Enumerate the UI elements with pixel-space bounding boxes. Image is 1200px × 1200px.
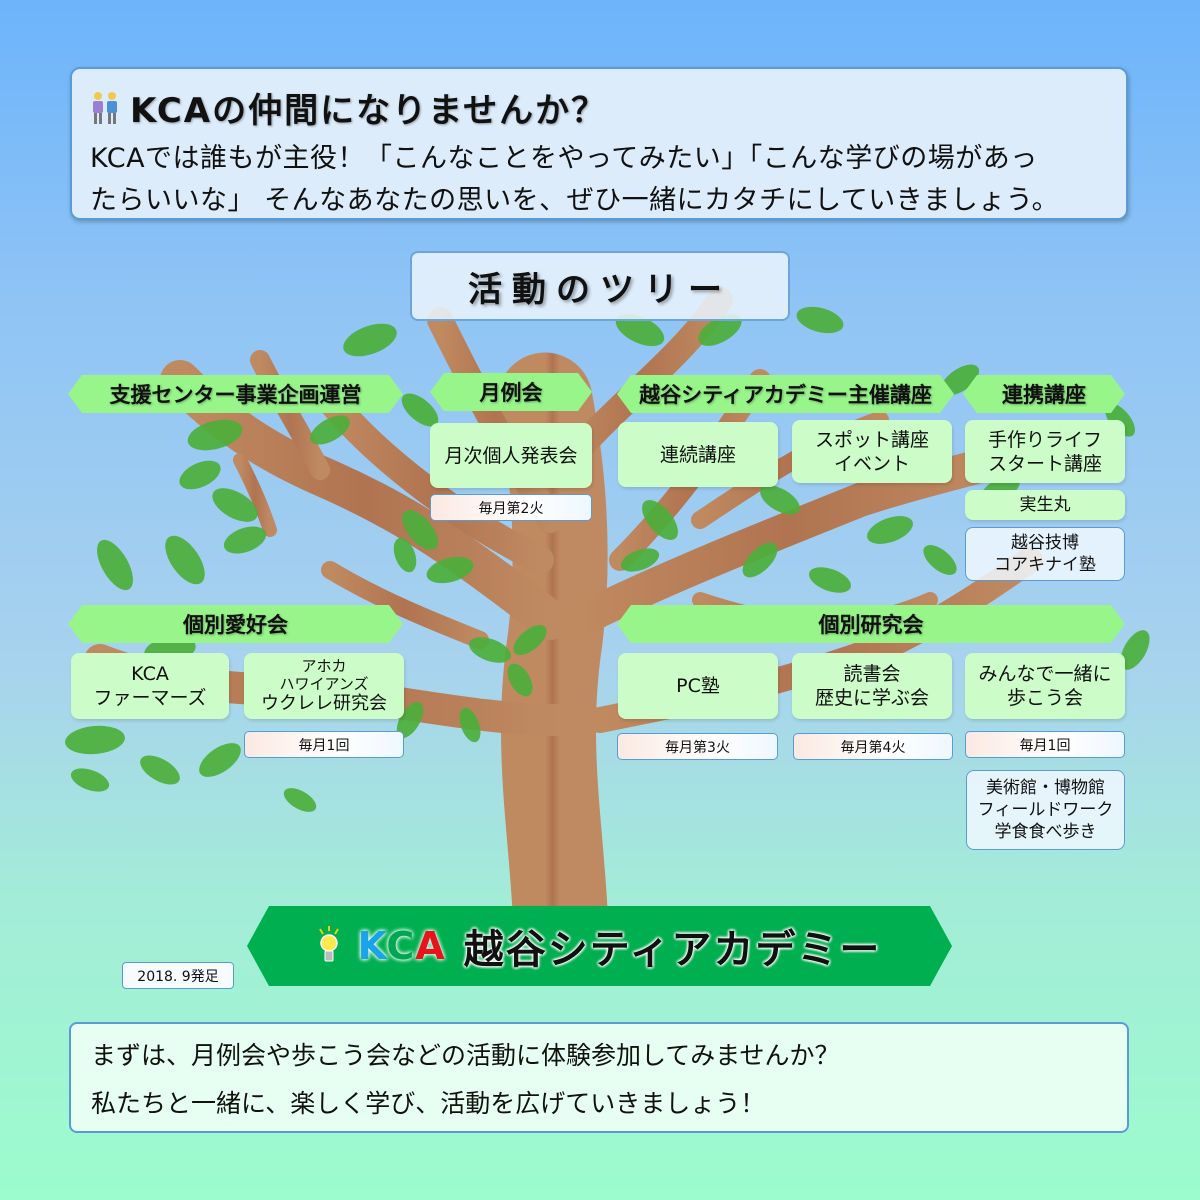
card-monthly-presentation: 月次個人発表会: [430, 423, 592, 488]
outro-line: まずは、月例会や歩こう会などの活動に体験参加してみませんか？: [91, 1041, 840, 1070]
card-ukulele-club: アホカ ハワイアンズ ウクレレ研究会: [244, 653, 404, 719]
card-label-line: イベント: [833, 452, 910, 475]
card-koshigaya-gihaku: 越谷技博 コアキナイ塾: [965, 527, 1125, 581]
card-label-line: ウクレレ研究会: [261, 693, 387, 714]
card-label-line: 越谷技博: [1011, 533, 1079, 553]
schedule-badge: 毎月1回: [965, 731, 1125, 758]
card-spot-course: スポット講座 イベント: [792, 420, 952, 483]
tree-title: 活動のツリー: [410, 251, 790, 321]
category-research-groups: 個別研究会: [617, 605, 1125, 643]
brand-banner: KCA 越谷シティアカデミー: [247, 906, 952, 986]
tree-leaves: [65, 306, 1150, 812]
intro-text-line: KCAでは誰もが主役！「こんなことをやってみたい」「こんな学びの場があっ: [90, 143, 1038, 174]
card-label: 実生丸: [1019, 495, 1071, 515]
card-label-line: 学食食べ歩き: [994, 822, 1097, 842]
card-label-line: コアキナイ塾: [994, 555, 1096, 575]
card-label-line: 美術館・博物館: [985, 778, 1105, 798]
card-label-line: ハワイアンズ: [279, 675, 369, 693]
card-reading-history: 読書会 歴史に学ぶ会: [792, 653, 952, 719]
card-handmade-life: 手作りライフ スタート講座: [965, 420, 1125, 483]
outro-box: まずは、月例会や歩こう会などの活動に体験参加してみませんか？ 私たちと一緒に、楽…: [69, 1022, 1129, 1133]
card-walking-club: みんなで一緒に 歩こう会: [965, 653, 1125, 719]
category-support-center: 支援センター事業企画運営: [68, 375, 403, 413]
card-label-line: みんなで一緒に: [978, 663, 1112, 685]
brand-kca-logo: KCA: [357, 924, 446, 968]
card-miseimaru: 実生丸: [965, 490, 1125, 520]
card-label-line: フィールドワーク: [977, 800, 1114, 820]
intro-text-line: たらいいな」 そんなあなたの思いを、ぜひ一緒にカタチにしていきましょう。: [90, 185, 1060, 216]
two-people-icon: [93, 91, 117, 124]
category-academy-courses: 越谷シティアカデミー主催講座: [617, 375, 954, 413]
card-label-line: KCA: [131, 663, 169, 685]
card-label: 連続講座: [659, 443, 736, 466]
schedule-badge: 毎月第3火: [617, 733, 778, 760]
card-kca-farmers: KCA ファーマーズ: [71, 653, 229, 719]
brand-name: 越谷シティアカデミー: [463, 927, 882, 973]
category-hobby-clubs: 個別愛好会: [68, 605, 403, 643]
intro-title-row: KCAの仲間になりませんか？: [90, 83, 1108, 132]
card-label-line: アホカ: [301, 657, 347, 675]
intro-title: KCAの仲間になりませんか？: [130, 91, 608, 131]
founded-date-badge: 2018. 9発足: [122, 962, 234, 989]
card-walking-activities: 美術館・博物館 フィールドワーク 学食食べ歩き: [966, 770, 1125, 850]
outro-line: 私たちと一緒に、楽しく学び、活動を広げていきましょう！: [91, 1089, 766, 1118]
card-pc-juku: PC塾: [618, 653, 778, 719]
card-label-line: スポット講座: [814, 428, 929, 451]
card-label-line: 歩こう会: [1006, 687, 1083, 709]
schedule-badge: 毎月1回: [244, 731, 404, 758]
intro-box: KCAの仲間になりませんか？ KCAでは誰もが主役！「こんなことをやってみたい」…: [70, 67, 1128, 220]
card-label-line: 読書会: [843, 663, 901, 685]
card-label-line: ファーマーズ: [93, 687, 207, 709]
card-label: 月次個人発表会: [444, 444, 578, 467]
category-partner-courses: 連携講座: [963, 375, 1125, 413]
schedule-badge: 毎月第4火: [793, 733, 953, 760]
card-series-course: 連続講座: [618, 422, 778, 487]
schedule-badge: 毎月第2火: [430, 494, 592, 521]
card-label: PC塾: [676, 675, 720, 697]
card-label-line: 歴史に学ぶ会: [814, 687, 929, 709]
intro-text: KCAでは誰もが主役！「こんなことをやってみたい」「こんな学びの場があっ たらい…: [90, 138, 1108, 222]
category-monthly-meeting: 月例会: [430, 373, 592, 411]
light-bulb-icon: [318, 926, 340, 966]
card-label-line: 手作りライフ: [987, 428, 1102, 451]
card-label-line: スタート講座: [987, 452, 1102, 475]
